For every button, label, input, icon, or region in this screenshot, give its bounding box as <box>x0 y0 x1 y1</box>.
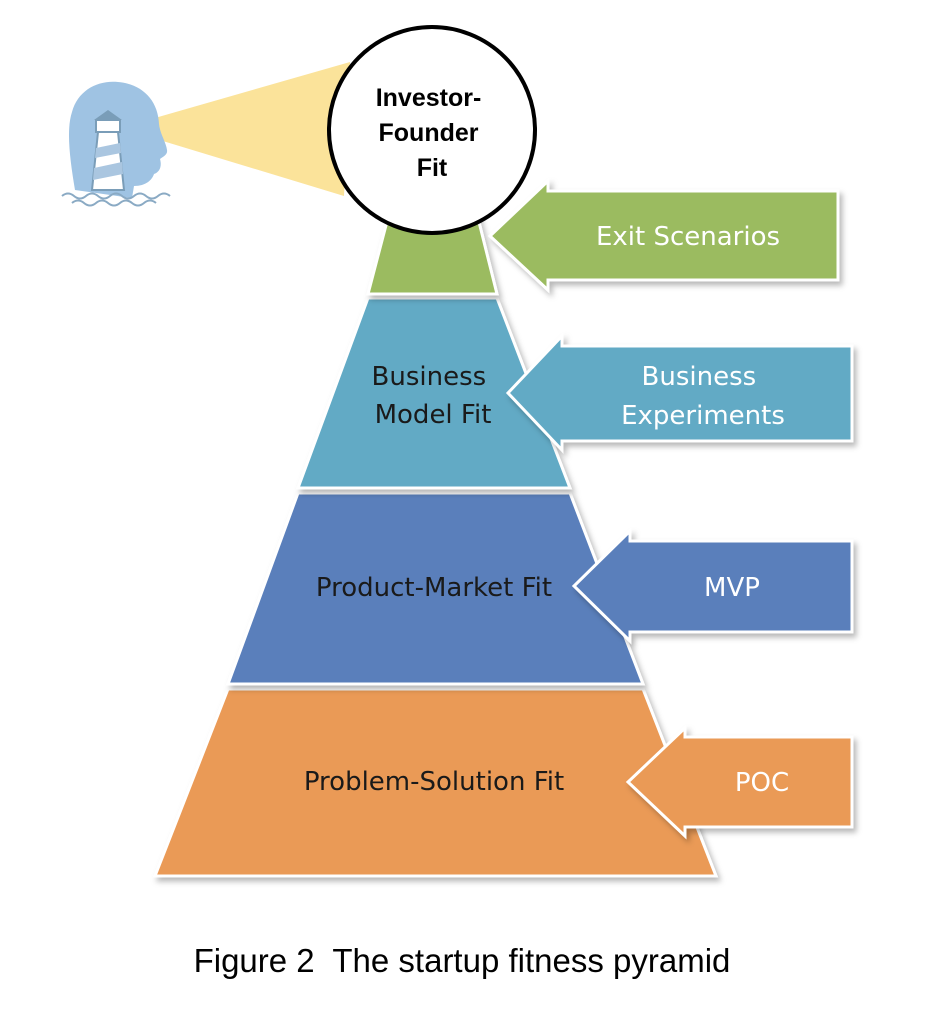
tier-product-market <box>225 491 646 686</box>
arrow-label-business-experiments: Business Experiments <box>621 362 785 431</box>
apex-circle <box>327 25 537 235</box>
apex-label-line-3: Fit <box>417 154 448 182</box>
tier-label-product-market: Product-Market Fit <box>316 573 552 603</box>
arrow-poc <box>625 724 854 840</box>
arrow-mvp <box>571 527 854 645</box>
figure-caption: Figure 2 The startup fitness pyramid <box>194 942 731 979</box>
tier-business-model <box>295 296 573 490</box>
arrow-label-mvp: MVP <box>704 573 760 603</box>
tier-label-problem-solution: Problem-Solution Fit <box>304 767 564 797</box>
arrow-label-exit-scenarios: Exit Scenarios <box>596 222 780 252</box>
tier-label-business-model: Business Model Fit <box>372 362 495 430</box>
arrow-business-experiments <box>505 332 854 454</box>
apex-label-line-1: Investor- <box>376 84 482 112</box>
arrow-exit-scenarios <box>487 177 840 294</box>
light-beam <box>120 62 350 196</box>
arrows <box>487 177 854 840</box>
lighthouse-head-icon <box>61 81 171 207</box>
apex-label-line-2: Founder <box>379 119 479 147</box>
apex-label: Investor- Founder Fit <box>376 84 489 182</box>
tier-problem-solution <box>152 687 719 878</box>
arrow-label-poc: POC <box>735 768 789 798</box>
pyramid <box>152 208 719 878</box>
